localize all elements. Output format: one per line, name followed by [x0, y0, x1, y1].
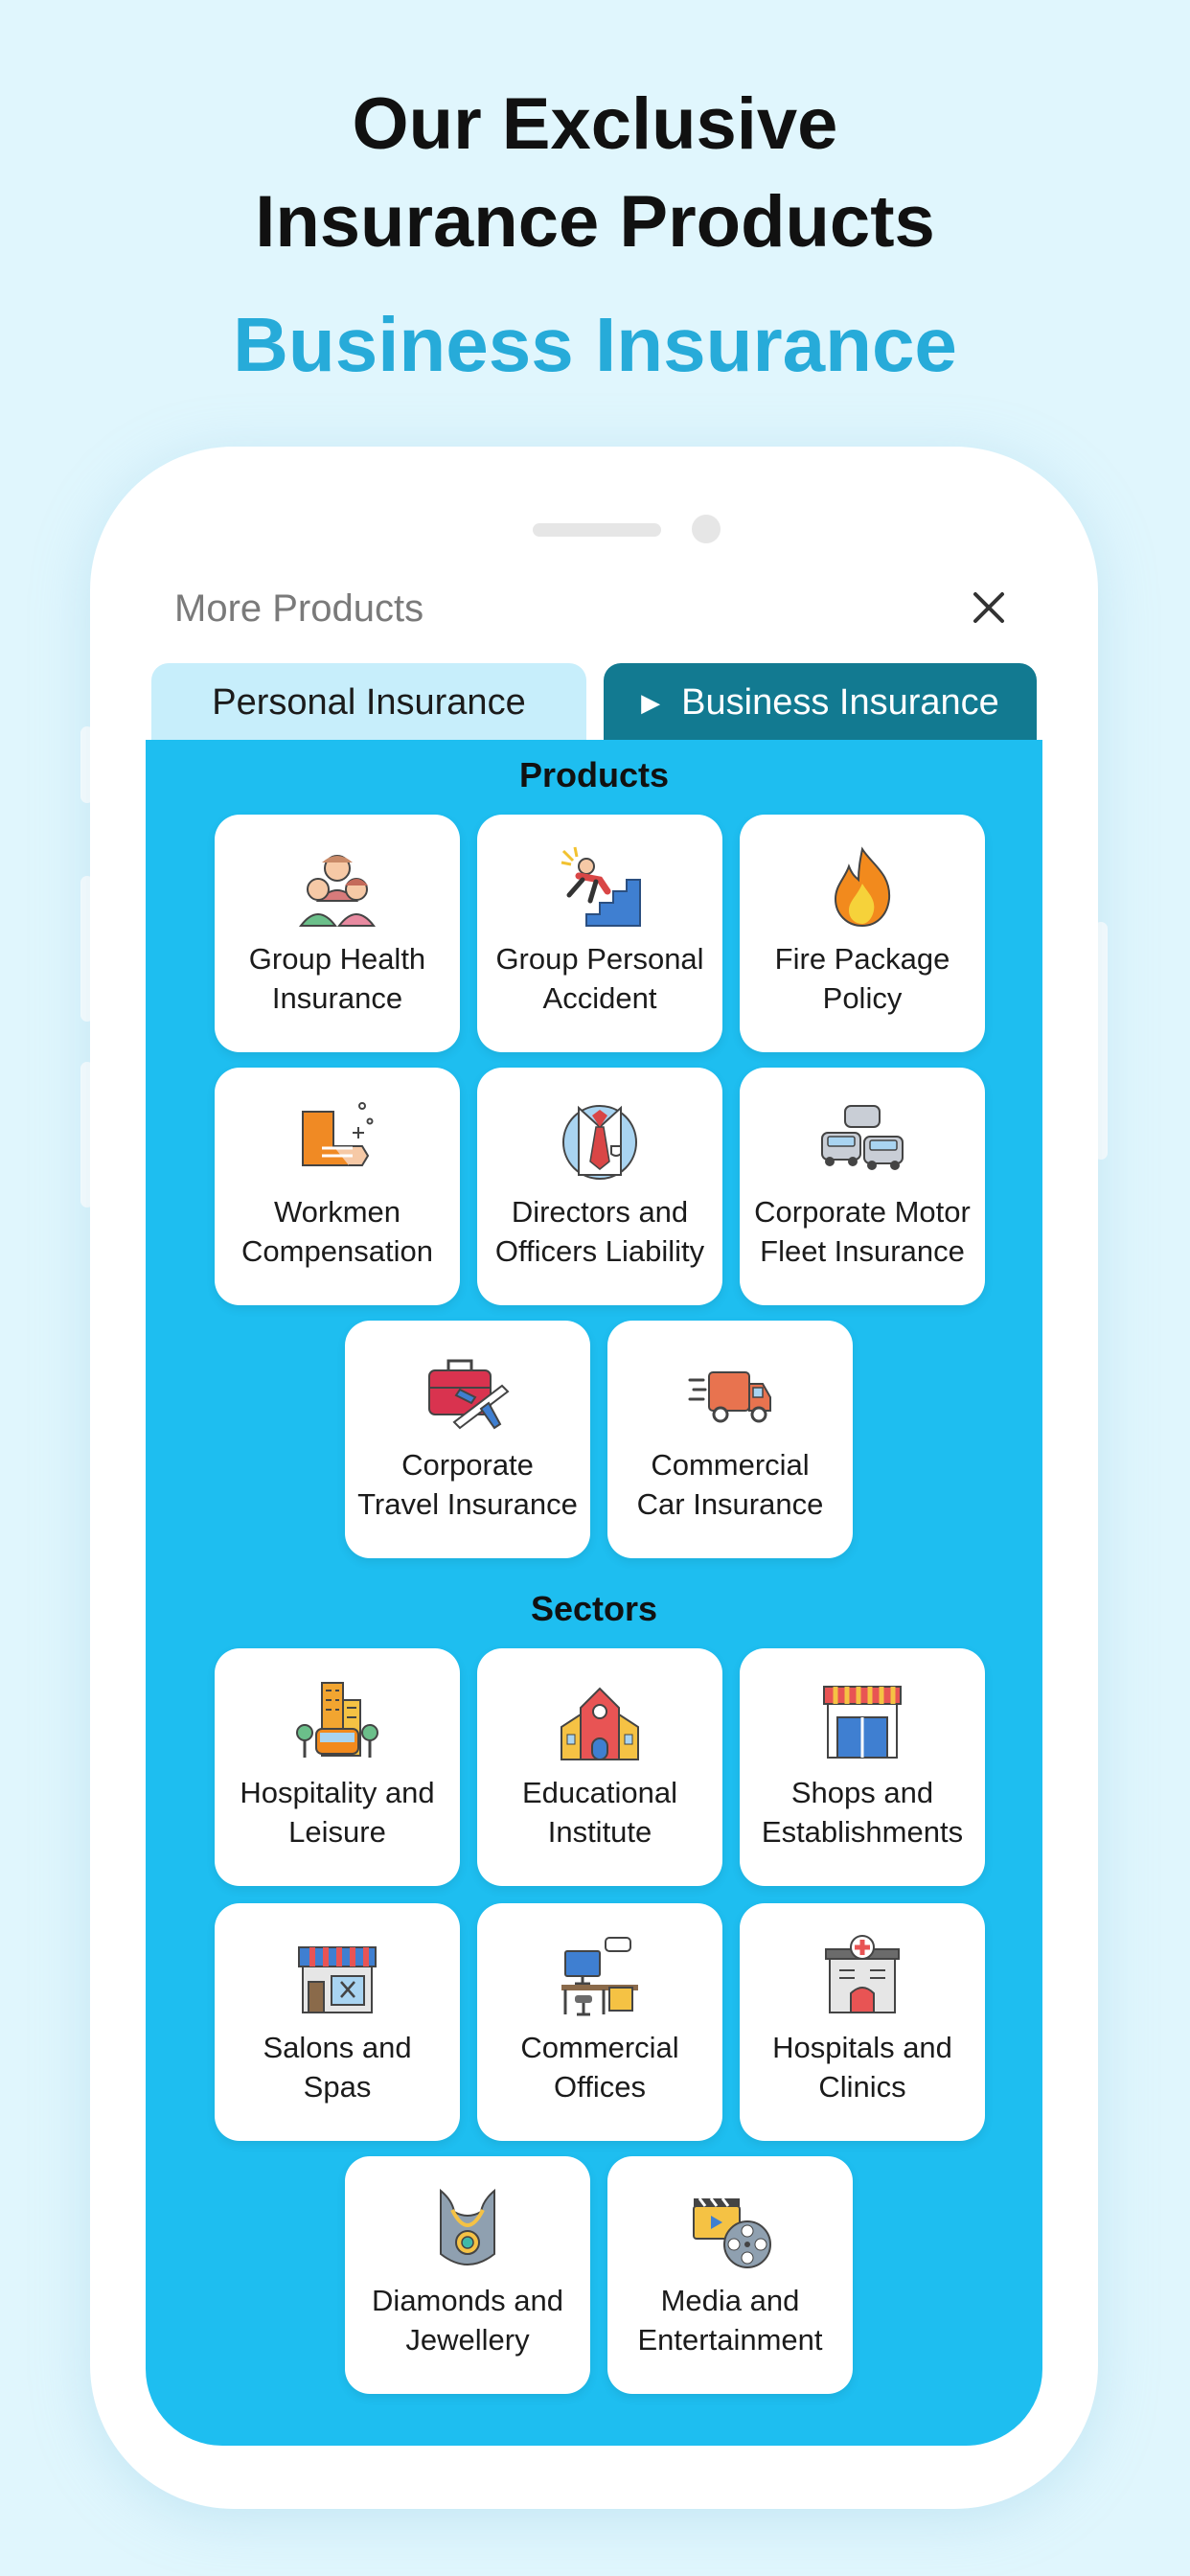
- sector-card-hospitals-clinics[interactable]: Hospitals and Clinics: [740, 1903, 985, 2141]
- salon-icon: [298, 1946, 377, 2013]
- sector-card-label: Educational Institute: [521, 1776, 677, 1849]
- product-card-corporate-motor-fleet[interactable]: Corporate Motor Fleet Insurance: [740, 1068, 985, 1305]
- executive-icon: [562, 1105, 637, 1180]
- phone-camera: [692, 515, 721, 543]
- sector-card-label: Commercial Offices: [520, 2031, 679, 2104]
- product-card-group-personal-accident[interactable]: Group Personal Accident: [477, 815, 722, 1052]
- hotel-icon: [296, 1682, 378, 1758]
- product-card-label: Fire Package Policy: [774, 942, 950, 1015]
- hero-subtitle: Business Insurance: [233, 302, 957, 387]
- product-card-label: Workmen Compensation: [241, 1195, 433, 1268]
- sector-card-label: Shops and Establishments: [761, 1776, 964, 1849]
- hero-title-line2: Insurance Products: [255, 181, 935, 263]
- play-arrow-icon: ▶: [641, 687, 661, 717]
- school-icon: [561, 1687, 639, 1760]
- hospital-icon: [825, 1935, 900, 2013]
- travel-icon: [428, 1359, 510, 1430]
- business-insurance-panel: Products Group Health Insurance: [146, 740, 1042, 2446]
- phone-speaker: [533, 523, 661, 537]
- car-fleet-icon: [821, 1105, 904, 1170]
- sector-card-diamonds-jewellery[interactable]: Diamonds and Jewellery: [345, 2156, 590, 2394]
- sector-card-label: Salons and Spas: [263, 2031, 412, 2104]
- product-card-label: Commercial Car Insurance: [636, 1448, 824, 1521]
- fire-icon: [834, 846, 891, 928]
- sector-card-commercial-offices[interactable]: Commercial Offices: [477, 1903, 722, 2141]
- office-desk-icon: [561, 1937, 638, 2016]
- sector-card-label: Hospitality and Leisure: [240, 1776, 435, 1849]
- delivery-truck-icon: [688, 1371, 771, 1423]
- sector-card-educational-institute[interactable]: Educational Institute: [477, 1648, 722, 1886]
- sector-card-label: Hospitals and Clinics: [772, 2031, 952, 2104]
- product-card-commercial-car[interactable]: Commercial Car Insurance: [607, 1321, 853, 1558]
- hero-title-line1: Our Exclusive: [352, 83, 838, 165]
- tab-personal-insurance[interactable]: Personal Insurance: [151, 663, 586, 742]
- tab-label: Business Insurance: [681, 681, 999, 723]
- close-button[interactable]: [962, 581, 1016, 634]
- group-health-icon: [298, 855, 377, 927]
- injured-arm-icon: [302, 1102, 374, 1166]
- section-title-sectors: Sectors: [530, 1589, 658, 1628]
- sector-card-shops-establishments[interactable]: Shops and Establishments: [740, 1648, 985, 1886]
- necklace-icon: [440, 2188, 495, 2266]
- product-card-corporate-travel[interactable]: Corporate Travel Insurance: [345, 1321, 590, 1558]
- section-title-products: Products: [518, 755, 670, 794]
- accident-fall-icon: [561, 846, 641, 927]
- film-reel-icon: [693, 2197, 771, 2268]
- sector-card-salons-spas[interactable]: Salons and Spas: [215, 1903, 460, 2141]
- product-card-workmen-compensation[interactable]: Workmen Compensation: [215, 1068, 460, 1305]
- product-card-label: Corporate Motor Fleet Insurance: [754, 1195, 971, 1268]
- sector-card-label: Media and Entertainment: [637, 2284, 823, 2357]
- tab-label: Personal Insurance: [212, 681, 526, 723]
- product-card-label: Group Health Insurance: [248, 942, 426, 1015]
- product-card-fire-package-policy[interactable]: Fire Package Policy: [740, 815, 985, 1052]
- product-card-label: Group Personal Accident: [495, 942, 704, 1015]
- tab-business-insurance[interactable]: ▶ Business Insurance: [604, 663, 1037, 742]
- sector-card-hospitality-leisure[interactable]: Hospitality and Leisure: [215, 1648, 460, 1886]
- sector-card-media-entertainment[interactable]: Media and Entertainment: [607, 2156, 853, 2394]
- product-card-group-health[interactable]: Group Health Insurance: [215, 815, 460, 1052]
- sector-card-label: Diamonds and Jewellery: [372, 2284, 563, 2357]
- modal-title: More Products: [174, 587, 424, 630]
- product-card-label: Directors and Officers Liability: [494, 1195, 705, 1268]
- product-card-label: Corporate Travel Insurance: [357, 1448, 578, 1521]
- close-icon: [973, 592, 1004, 623]
- shop-icon: [823, 1686, 902, 1759]
- product-card-directors-officers-liability[interactable]: Directors and Officers Liability: [477, 1068, 722, 1305]
- phone-frame: More Products Personal Insurance ▶ Busin…: [90, 447, 1098, 2509]
